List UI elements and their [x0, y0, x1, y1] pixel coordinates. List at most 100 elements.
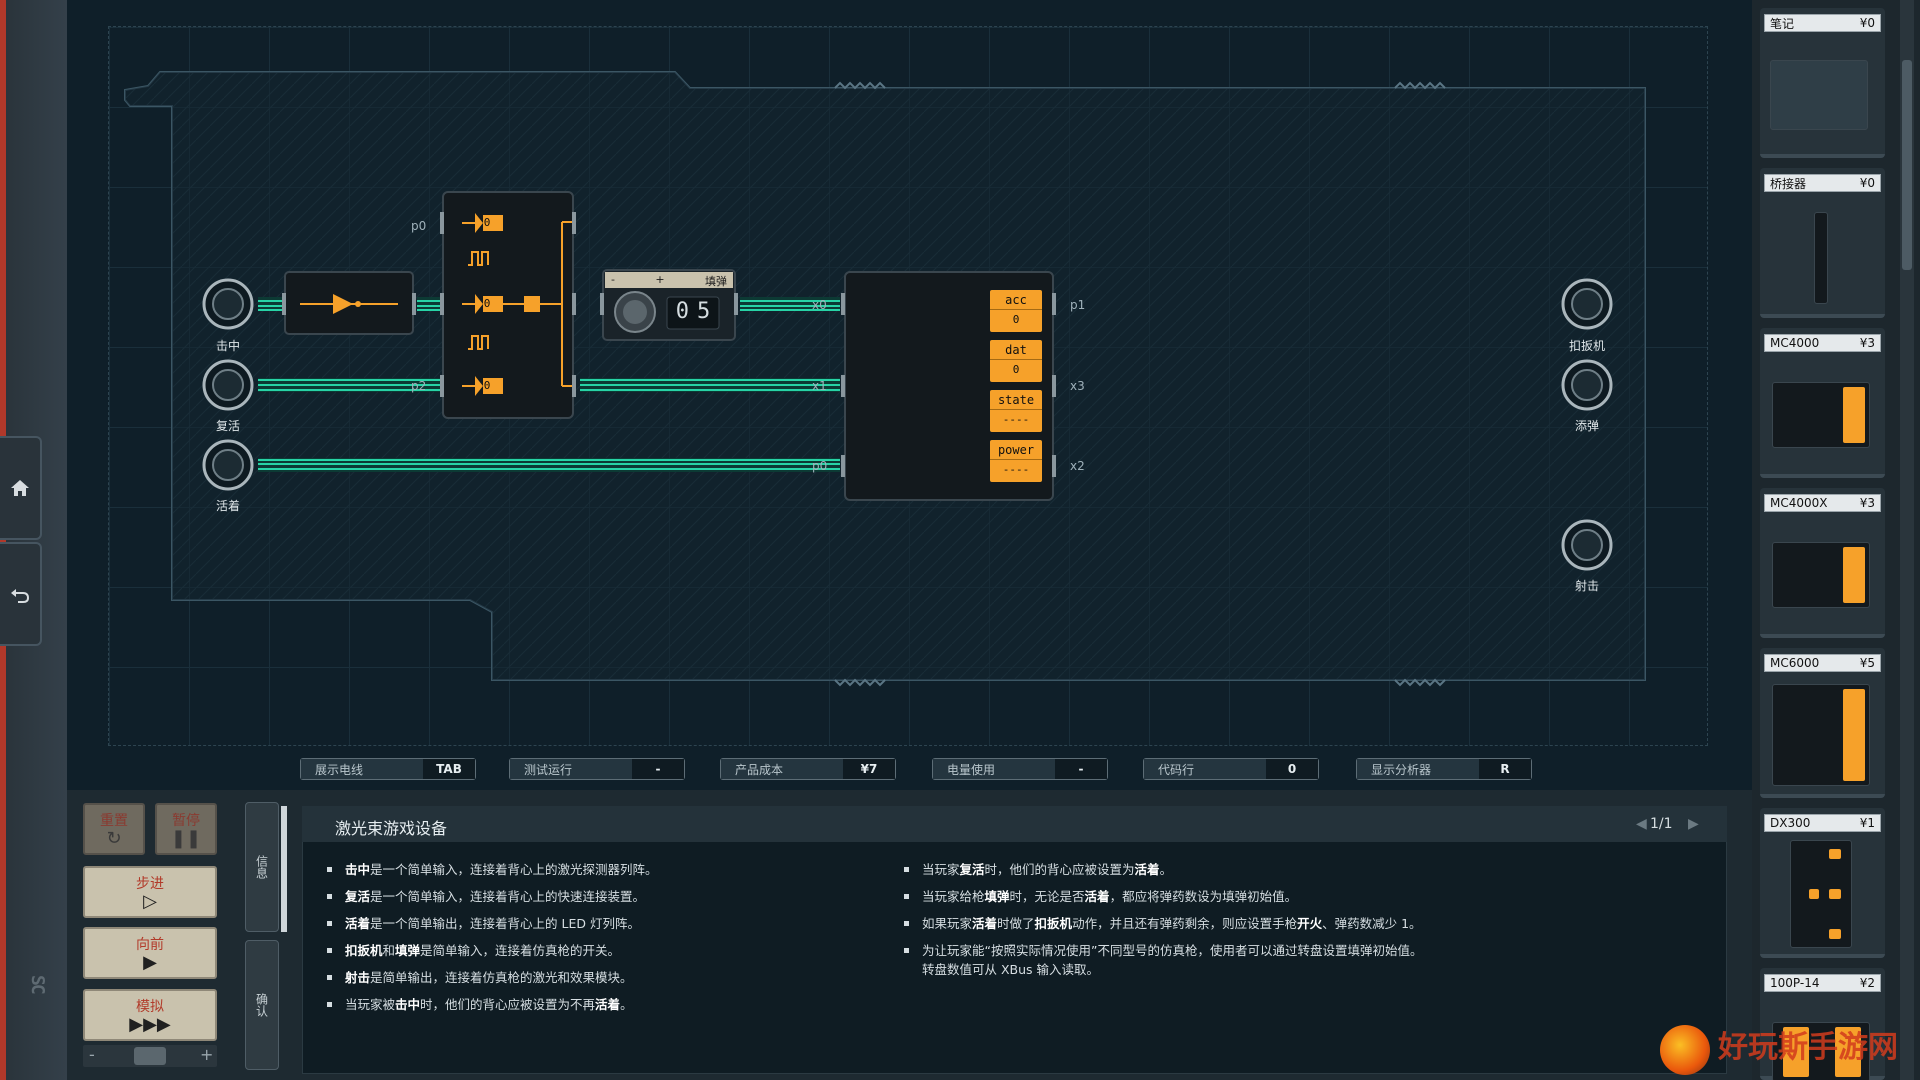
input-pin-reload[interactable]	[1561, 359, 1613, 411]
tab-verify-label: 确认	[254, 993, 269, 1017]
status-show-wires-value: TAB	[423, 759, 475, 779]
bullet-right-3: 为让玩家能“按照实际情况使用”不同型号的仿真枪，使用者可以通过转盘设置填弹初始值…	[902, 937, 1502, 964]
bullet-left-3-seg: 扣扳机	[345, 943, 383, 958]
register-state: state ----	[990, 390, 1042, 432]
shop-item-note-head: 笔记 ¥0	[1764, 14, 1881, 32]
input-label-reload: 添弹	[1574, 419, 1599, 433]
register-dat-value: 0	[1012, 363, 1020, 376]
watermark-text: 好玩斯手游网	[1718, 1030, 1898, 1065]
shop-item-mc4000x[interactable]: MC4000X¥3	[1760, 488, 1885, 638]
pin-label-x2: x2	[1070, 459, 1085, 473]
bullet-right-1-seg: ，都应将弹药数设为填弹初始值。	[1109, 889, 1298, 904]
home-button[interactable]	[0, 436, 42, 540]
input-label-respawn: 复活	[215, 419, 240, 433]
bullet-right-2-seg: 动作，并且还有弹药剩余，则应设置手枪	[1072, 916, 1298, 931]
bullet-left-5-seg: 当玩家被	[345, 997, 396, 1012]
input-pin-trigger[interactable]	[1561, 278, 1613, 330]
shop-item-dx300-head: DX300 ¥1	[1764, 814, 1881, 832]
forward-button[interactable]: 向前 ▶	[83, 927, 217, 979]
register-acc-value: 0	[1012, 313, 1020, 326]
tab-info[interactable]: 信息	[245, 802, 279, 932]
step-button[interactable]: 步进 ▷	[83, 866, 217, 918]
logic-gate-2	[475, 294, 503, 314]
bullet-right-2-seg: 活着	[972, 916, 998, 931]
watermark-logo	[1660, 1025, 1710, 1075]
bullet-right-3-seg: 为让玩家能“按照实际情况使用”不同型号的仿真枪，使用者可以通过转盘设置填弹初始值…	[922, 943, 1423, 958]
wire-logic-to-mc	[580, 378, 840, 392]
next-page-icon[interactable]: ▶	[1688, 816, 1699, 832]
undo-button[interactable]	[0, 542, 42, 646]
shop-item-dx300[interactable]: DX300 ¥1	[1760, 808, 1885, 958]
output-label-fire: 射击	[1574, 579, 1599, 593]
status-show-analyzer-value: R	[1479, 759, 1531, 779]
shop-item-bridge[interactable]: 桥接器¥0	[1760, 168, 1885, 318]
bullet-left-2-seg: 是一个简单输出，连接着背心上的 LED 灯列阵。	[370, 916, 640, 931]
speed-minus[interactable]: -	[89, 1045, 95, 1064]
reset-label: 重置	[100, 813, 128, 829]
forward-label: 向前	[136, 937, 164, 953]
prev-page-icon[interactable]: ◀	[1636, 816, 1647, 832]
bullet-left-0: 击中是一个简单输入，连接着背心上的激光探测器列阵。	[325, 856, 885, 883]
status-test-run-value: -	[632, 759, 684, 779]
simulate-button[interactable]: 模拟 ▶▶▶	[83, 989, 217, 1041]
input-pin-hit[interactable]	[202, 278, 254, 330]
register-acc-name: acc	[990, 290, 1042, 310]
shop-item-100p14-head: 100P-14¥2	[1764, 974, 1881, 992]
shop-item-mc6000-price: ¥5	[1859, 656, 1875, 670]
dial-minus[interactable]: -	[611, 273, 615, 286]
register-power: power ----	[990, 440, 1042, 482]
speed-handle[interactable]	[134, 1047, 166, 1065]
speed-plus[interactable]: +	[200, 1045, 214, 1064]
input-pin-respawn[interactable]	[202, 359, 254, 411]
pause-label: 暂停	[172, 813, 200, 829]
pin-label-x3: x3	[1070, 379, 1085, 393]
shop-item-note-name: 笔记	[1770, 16, 1795, 31]
status-test-run-label: 测试运行	[510, 759, 632, 779]
reset-button[interactable]: 重置 ↻	[83, 803, 145, 855]
output-pin-alive[interactable]	[202, 439, 254, 491]
shop-item-dx300-name: DX300	[1770, 816, 1811, 830]
shop-item-mc6000-name: MC6000	[1770, 656, 1820, 670]
status-code-lines-label: 代码行	[1144, 759, 1266, 779]
tab-verify[interactable]: 确认	[245, 940, 279, 1070]
bullet-left-4-seg: 是简单输出，连接着仿真枪的激光和效果模块。	[370, 970, 633, 985]
document-bullets-right: 当玩家复活时，他们的背心应被设置为活着。当玩家给枪填弹时，无论是否活着，都应将弹…	[902, 856, 1502, 983]
shop-item-mc6000[interactable]: MC6000 ¥5	[1760, 648, 1885, 798]
mc4000x-icon	[1772, 542, 1870, 608]
logic-chip[interactable]	[442, 191, 575, 419]
shop-item-note[interactable]: 笔记 ¥0	[1760, 8, 1885, 158]
pin-label-p0-mc: p0	[812, 459, 827, 473]
wire-amp-to-logic	[417, 297, 441, 311]
pin-label-p0-logic: p0	[411, 219, 426, 233]
pause-button[interactable]: 暂停 ❚❚	[155, 803, 217, 855]
shop-scrollbar[interactable]	[1900, 0, 1914, 1080]
bullet-left-1-seg: 是一个简单输入，连接着背心上的快速连接装置。	[370, 889, 646, 904]
amplifier-chip[interactable]	[284, 271, 414, 335]
shop-item-mc6000-head: MC6000 ¥5	[1764, 654, 1881, 672]
bullet-right-1-seg: 当玩家给枪	[922, 889, 985, 904]
bullet-right-0-seg: 活着	[1134, 862, 1160, 877]
shop-item-bridge-price: ¥0	[1859, 176, 1875, 190]
register-acc: acc 0	[990, 290, 1042, 332]
speed-slider[interactable]: - +	[83, 1045, 217, 1067]
shop-item-dx300-price: ¥1	[1859, 816, 1875, 830]
shop-item-note-price: ¥0	[1859, 16, 1875, 30]
register-dat: dat 0	[990, 340, 1042, 382]
logic-value-1: 0	[483, 216, 491, 229]
wire-respawn	[258, 378, 440, 392]
shop-item-mc4000x-price: ¥3	[1859, 496, 1875, 510]
status-show-wires[interactable]: 展示电线 TAB	[300, 758, 476, 780]
status-code-lines: 代码行 0	[1143, 758, 1319, 780]
simulate-label: 模拟	[136, 999, 164, 1015]
shop-item-mc4000[interactable]: MC4000¥3	[1760, 328, 1885, 478]
dial-plus[interactable]: +	[655, 273, 665, 286]
status-show-analyzer[interactable]: 显示分析器 R	[1356, 758, 1532, 780]
document-panel	[302, 806, 1727, 1074]
status-show-analyzer-label: 显示分析器	[1357, 759, 1479, 779]
reload-dial-chip[interactable]	[602, 269, 736, 341]
bullet-left-2: 活着是一个简单输出，连接着背心上的 LED 灯列阵。	[325, 910, 885, 937]
shop-item-100p14[interactable]: 100P-14¥2	[1760, 968, 1885, 1080]
output-pin-fire[interactable]	[1561, 519, 1613, 571]
shop-scroll-thumb[interactable]	[1902, 60, 1912, 270]
pause-icon: ❚❚	[170, 828, 202, 849]
